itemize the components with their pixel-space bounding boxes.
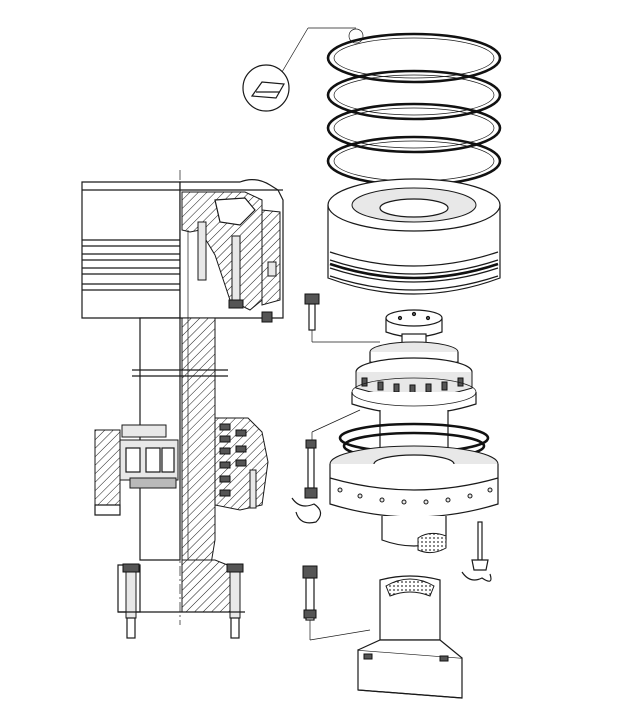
crown-bolt [304, 293, 380, 343]
stuffing-box-housing [329, 445, 499, 554]
crosshead-stud [302, 565, 371, 641]
ring-gap-detail-callout [242, 27, 364, 112]
gland-stud [291, 409, 361, 524]
piston-sectional-view [81, 170, 284, 639]
piston-crown-part [327, 178, 501, 295]
ring-grooves-left [82, 239, 180, 291]
crosshead-foot [357, 575, 463, 699]
stuffing-box-section [94, 417, 269, 516]
housing-bolt-holes [337, 487, 493, 505]
relief-valve [461, 521, 492, 582]
piston-rings [326, 32, 502, 187]
lower-flange-section [117, 559, 245, 639]
